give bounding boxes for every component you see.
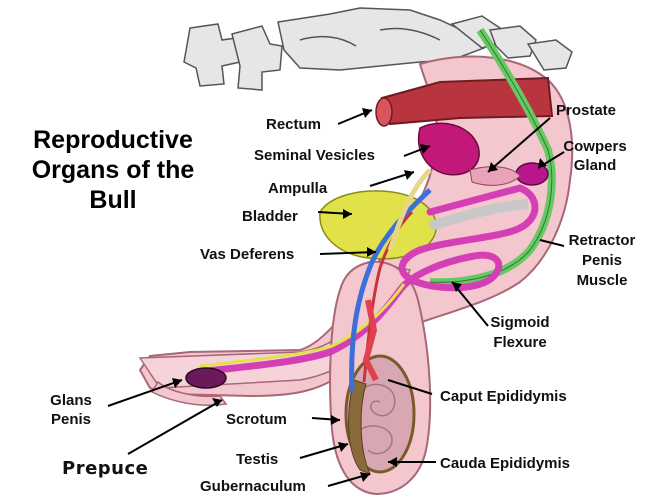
title-line-1: Reproductive [8,126,218,155]
label-gubernaculum: Gubernaculum [200,478,306,496]
label-prostate: Prostate [556,102,616,120]
title-line-3: Bull [8,186,218,215]
label-cauda-epididymis: Cauda Epididymis [440,455,570,473]
label-vas-deferens: Vas Deferens [200,246,294,264]
title-line-2: Organs of the [8,156,218,185]
label-cowpers-line-2: Gland [562,157,628,175]
rectum-opening [376,98,392,126]
glans-penis-shape [186,368,226,388]
label-cowpers-line-1: Cowpers [562,138,628,156]
label-retractor-line-3: Muscle [562,272,642,290]
label-retractor-line-2: Penis [562,252,642,270]
label-scrotum: Scrotum [226,411,287,429]
label-sigmoid-line-1: Sigmoid [480,314,560,332]
label-bladder: Bladder [242,208,298,226]
label-retractor-line-1: Retractor [562,232,642,250]
label-glans-line-2: Penis [36,411,106,429]
label-seminal-vesicles: Seminal Vesicles [254,147,375,165]
label-caput-epididymis: Caput Epididymis [440,388,567,406]
label-testis: Testis [236,451,278,469]
label-rectum: Rectum [266,116,321,134]
label-ampulla: Ampulla [268,180,327,198]
label-glans-line-1: Glans [36,392,106,410]
label-prepuce: Prepuce [62,458,148,479]
label-sigmoid-line-2: Flexure [480,334,560,352]
